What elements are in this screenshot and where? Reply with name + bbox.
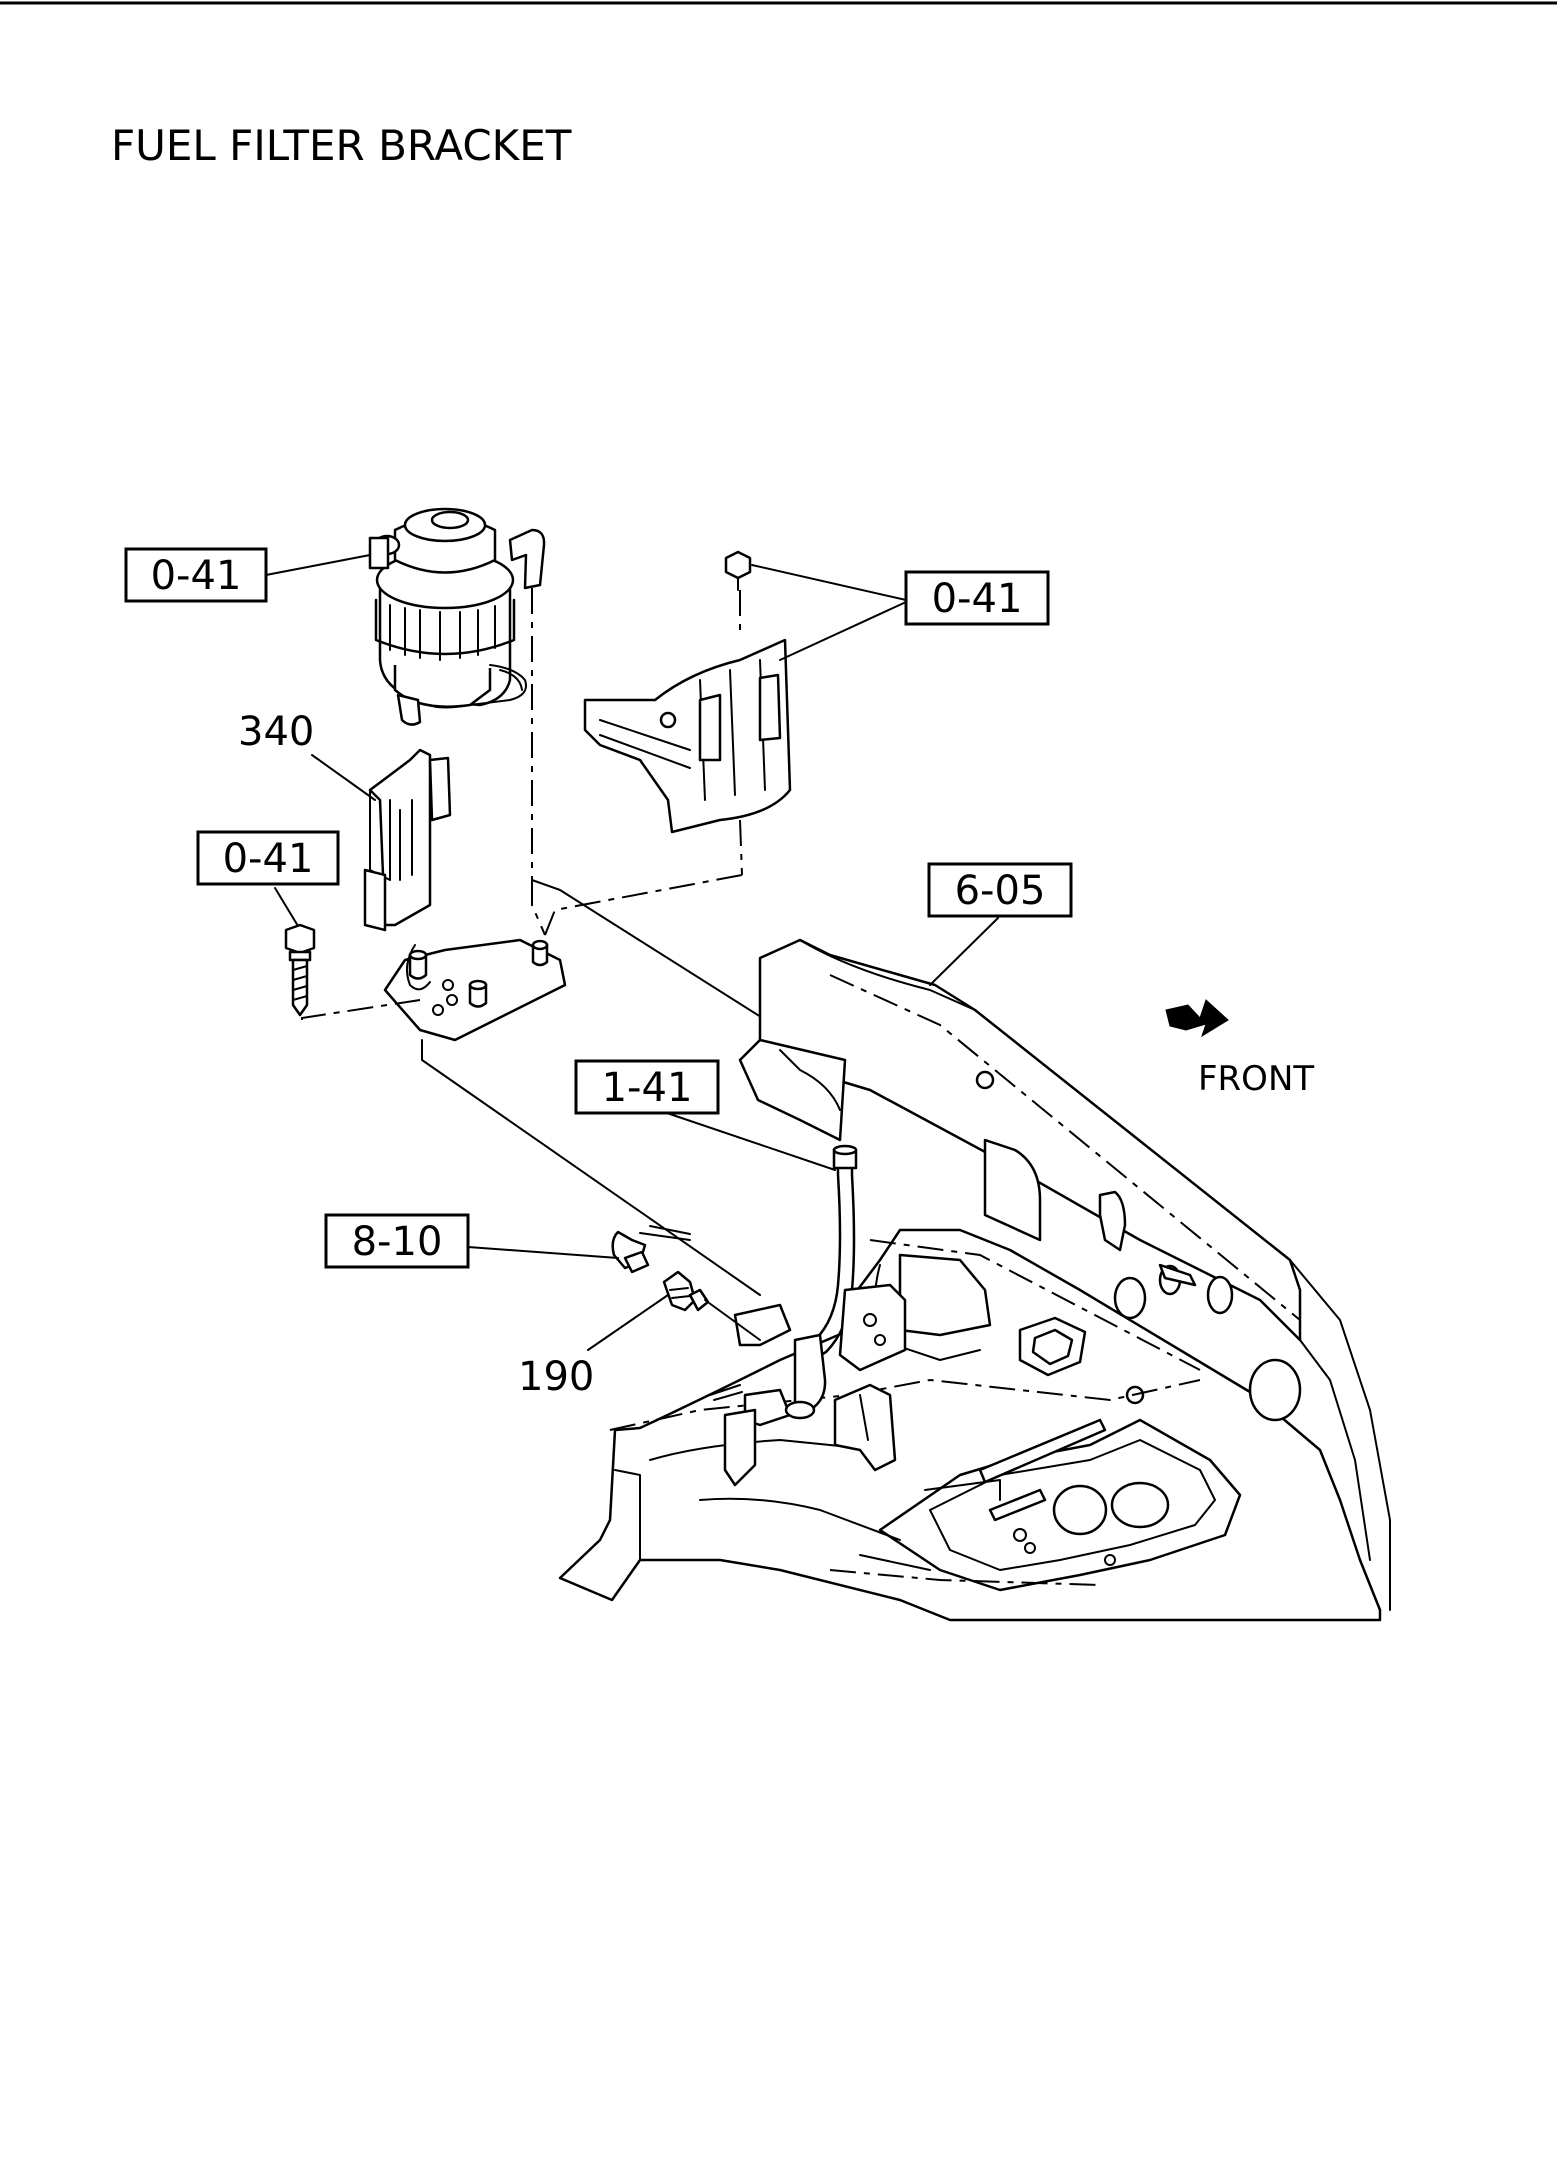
callout-filter-top: 0-41 — [124, 547, 268, 603]
svg-text:0-41: 0-41 — [223, 836, 314, 882]
sensor-connector — [611, 1225, 691, 1274]
svg-text:1-41: 1-41 — [602, 1065, 693, 1111]
heat-shield — [583, 638, 792, 834]
label-connector: 190 — [518, 1354, 594, 1400]
svg-text:8-10: 8-10 — [352, 1219, 443, 1265]
bracket-340 — [363, 748, 567, 1042]
connector-190 — [662, 1270, 710, 1312]
label-front: FRONT — [1198, 1059, 1314, 1099]
svg-text:6-05: 6-05 — [955, 868, 1046, 914]
callout-sensor: 8-10 — [324, 1213, 470, 1269]
callout-hose: 1-41 — [574, 1059, 720, 1115]
label-bracket: 340 — [238, 709, 314, 755]
fuel-hose — [800, 1144, 858, 1362]
vehicle-body-panel — [558, 938, 1391, 1622]
svg-text:0-41: 0-41 — [151, 553, 242, 599]
page-title: FUEL FILTER BRACKET — [111, 121, 572, 170]
fuel-filter-assembly — [368, 507, 546, 726]
arrow-down-right-icon — [1165, 999, 1229, 1038]
callout-bolt-left: 0-41 — [196, 830, 340, 886]
bolt-left — [284, 923, 316, 1017]
svg-text:0-41: 0-41 — [932, 576, 1023, 622]
callout-nut-top: 0-41 — [904, 570, 1050, 626]
callout-panel: 6-05 — [927, 862, 1073, 918]
lower-mount-bracket — [709, 1283, 907, 1487]
nut-top — [724, 550, 752, 591]
